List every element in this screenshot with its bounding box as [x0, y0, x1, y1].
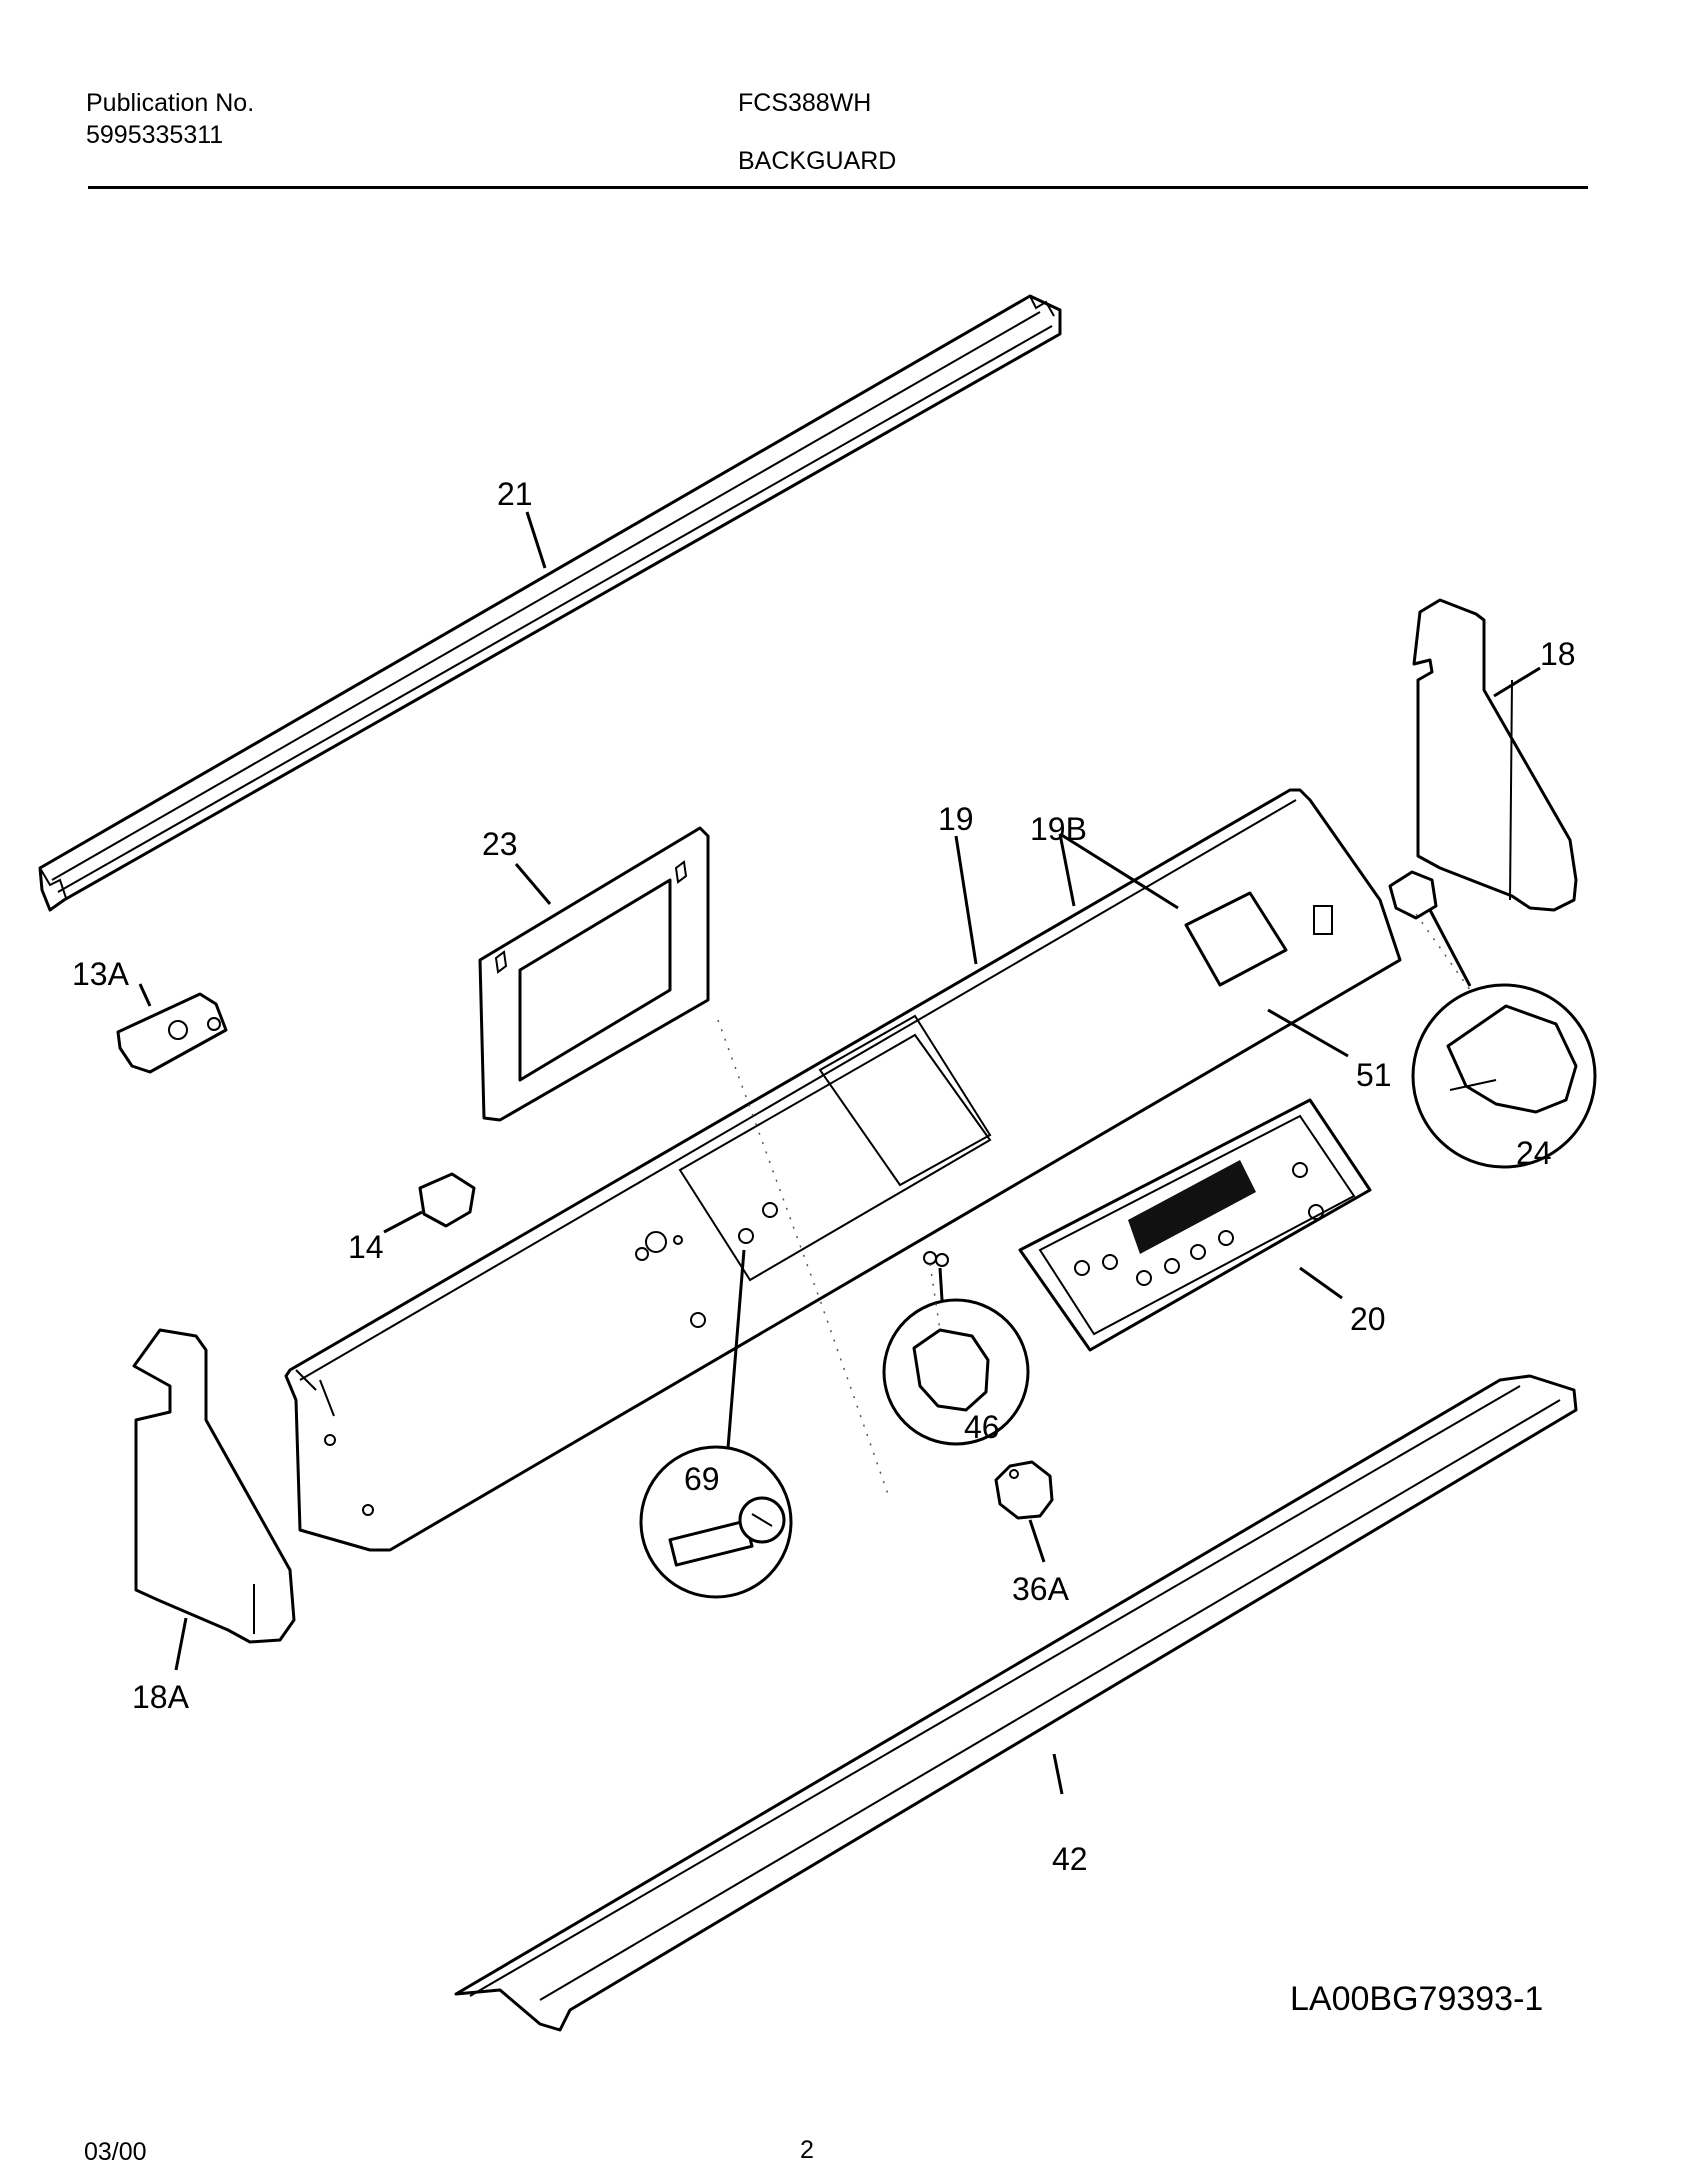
callout-20: 20: [1350, 1301, 1386, 1337]
callout-69: 69: [684, 1461, 720, 1497]
callout-13a: 13A: [72, 956, 130, 992]
callout-19b: 19B: [1030, 811, 1087, 847]
callout-46: 46: [964, 1409, 1000, 1445]
part-69-screw-small: [738, 1202, 778, 1244]
publication-label: Publication No.: [86, 89, 255, 117]
callout-36a: 36A: [1012, 1571, 1070, 1607]
callout-21: 21: [497, 476, 533, 512]
callout-24: 24: [1516, 1135, 1552, 1171]
callout-51: 51: [1356, 1057, 1392, 1093]
drawing-id: LA00BG79393-1: [1290, 1980, 1544, 2018]
publication-number: 5995335311: [86, 121, 224, 149]
callout-42: 42: [1052, 1841, 1088, 1877]
detail-69: [639, 1445, 793, 1599]
revision-date: 03/00: [84, 2138, 147, 2166]
detail-46: [882, 1298, 1030, 1446]
callout-19: 19: [938, 801, 974, 837]
model-number: FCS388WH: [738, 89, 872, 117]
part-20-oven-control: [1018, 1098, 1372, 1352]
part-18-right-end-cap: [1412, 598, 1578, 912]
part-42-bottom-trim: [454, 1374, 1578, 2032]
part-18a-left-end-cap: [132, 1328, 296, 1644]
part-21-top-trim: [38, 294, 1062, 912]
part-14-switch: [418, 1172, 476, 1228]
detail-24: [1411, 983, 1597, 1169]
part-19-backguard-panel: [284, 788, 1402, 1552]
part-46-spring-clip: [923, 1251, 949, 1267]
part-23-display-bracket: [478, 826, 710, 1122]
header-rule: [88, 186, 1588, 189]
callout-14: 14: [348, 1229, 384, 1265]
callout-18: 18: [1540, 636, 1576, 672]
part-13a-bracket: [116, 992, 228, 1074]
part-24-clip-small: [1388, 870, 1438, 920]
callout-23: 23: [482, 826, 518, 862]
part-36a-knob: [994, 1460, 1054, 1520]
section-title: BACKGUARD: [738, 147, 897, 175]
page-number: 2: [800, 2136, 814, 2164]
callout-18a: 18A: [132, 1679, 190, 1715]
